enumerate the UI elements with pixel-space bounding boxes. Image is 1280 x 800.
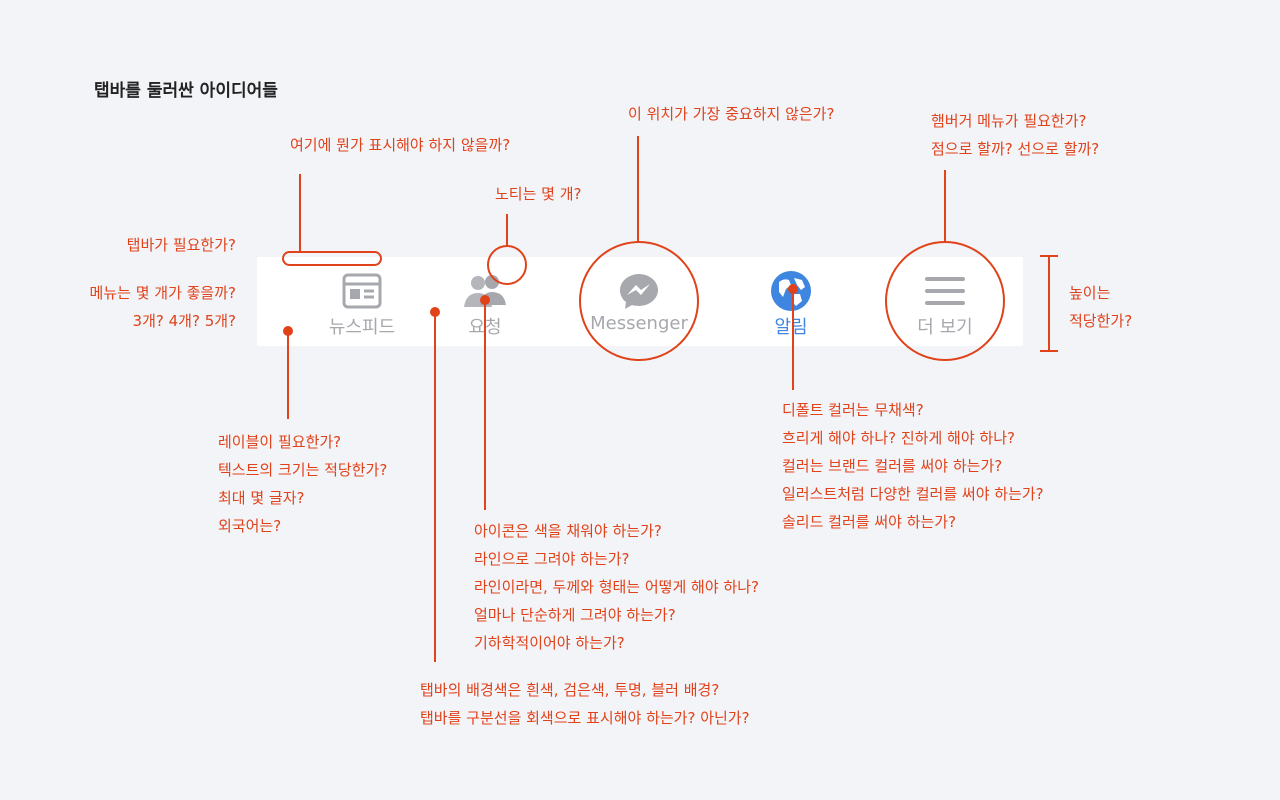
annotation-text: 노티는 몇 개?	[495, 185, 582, 203]
tab-bar: 뉴스피드 요청 Messenger	[257, 257, 1023, 346]
annotation-text: 라인으로 그려야 하는가?	[474, 550, 630, 568]
tab-label-notifications: 알림	[774, 317, 808, 338]
tab-messenger[interactable]: Messenger	[575, 257, 703, 346]
page-title: 탭바를 둘러싼 아이디어들	[94, 81, 278, 101]
annotation-text: 디폴트 컬러는 무채색?	[782, 401, 924, 419]
tab-label-more: 더 보기	[917, 317, 973, 338]
note-icon-style: 아이콘은 색을 채워야 하는가? 라인으로 그려야 하는가? 라인이라면, 두께…	[474, 517, 759, 657]
annotation-text: 흐리게 해야 하나? 진하게 해야 하나?	[782, 429, 1015, 447]
tab-label-requests: 요청	[468, 317, 502, 338]
friend-requests-icon	[462, 273, 508, 309]
note-menu-count: 메뉴는 몇 개가 좋을까? 3개? 4개? 5개?	[90, 279, 236, 335]
note-color: 디폴트 컬러는 무채색? 흐리게 해야 하나? 진하게 해야 하나? 컬러는 브…	[782, 396, 1044, 536]
annotation-text: 기하학적이어야 하는가?	[474, 634, 625, 652]
annotation-text: 메뉴는 몇 개가 좋을까?	[89, 284, 236, 302]
annotation-text: 얼마나 단순하게 그려야 하는가?	[474, 606, 676, 624]
annotation-text: 외국어는?	[218, 517, 282, 535]
hamburger-menu-icon	[923, 273, 967, 309]
tab-label-messenger: Messenger	[590, 313, 688, 334]
newsfeed-icon	[342, 273, 382, 309]
note-top-indicator: 여기에 뭔가 표시해야 하지 않을까?	[290, 131, 510, 159]
annotation-text: 높이는	[1069, 284, 1111, 302]
annotation-text: 솔리드 컬러를 써야 하는가?	[782, 513, 957, 531]
tab-newsfeed[interactable]: 뉴스피드	[297, 257, 427, 346]
note-badge: 노티는 몇 개?	[495, 180, 582, 208]
annotation-text: 여기에 뭔가 표시해야 하지 않을까?	[290, 136, 511, 154]
annotation-text: 이 위치가 가장 중요하지 않은가?	[628, 105, 835, 123]
annotation-text: 3개? 4개? 5개?	[132, 312, 236, 330]
note-hamburger: 햄버거 메뉴가 필요한가? 점으로 할까? 선으로 할까?	[931, 107, 1099, 163]
tab-label-newsfeed: 뉴스피드	[328, 317, 396, 338]
annotation-text: 점으로 할까? 선으로 할까?	[931, 140, 1100, 158]
tab-requests[interactable]: 요청	[422, 257, 548, 346]
annotation-text: 일러스트처럼 다양한 컬러를 써야 하는가?	[782, 485, 1044, 503]
annotation-text: 적당한가?	[1069, 312, 1133, 330]
annotation-text: 햄버거 메뉴가 필요한가?	[931, 112, 1087, 130]
annotation-text: 텍스트의 크기는 적당한가?	[218, 461, 388, 479]
annotation-text: 레이블이 필요한가?	[218, 433, 342, 451]
globe-notifications-icon	[770, 271, 812, 311]
annotation-text: 컬러는 브랜드 컬러를 써야 하는가?	[782, 457, 1003, 475]
note-need-tabbar: 탭바가 필요한가?	[127, 231, 236, 259]
note-label: 레이블이 필요한가? 텍스트의 크기는 적당한가? 최대 몇 글자? 외국어는?	[218, 428, 387, 540]
annotation-text: 최대 몇 글자?	[218, 489, 305, 507]
note-height: 높이는 적당한가?	[1069, 279, 1132, 335]
messenger-icon	[618, 273, 660, 309]
tab-more[interactable]: 더 보기	[882, 257, 1008, 346]
annotation-text: 탭바의 배경색은 흰색, 검은색, 투명, 블러 배경?	[420, 681, 720, 699]
annotation-text: 아이콘은 색을 채워야 하는가?	[474, 522, 662, 540]
note-background: 탭바의 배경색은 흰색, 검은색, 투명, 블러 배경? 탭바를 구분선을 회색…	[420, 676, 750, 732]
note-center: 이 위치가 가장 중요하지 않은가?	[628, 100, 834, 128]
annotation-text: 탭바가 필요한가?	[126, 236, 236, 254]
annotation-text: 라인이라면, 두께와 형태는 어떻게 해야 하나?	[474, 578, 759, 596]
annotation-text: 탭바를 구분선을 회색으로 표시해야 하는가? 아닌가?	[420, 709, 750, 727]
tab-notifications[interactable]: 알림	[729, 257, 853, 346]
